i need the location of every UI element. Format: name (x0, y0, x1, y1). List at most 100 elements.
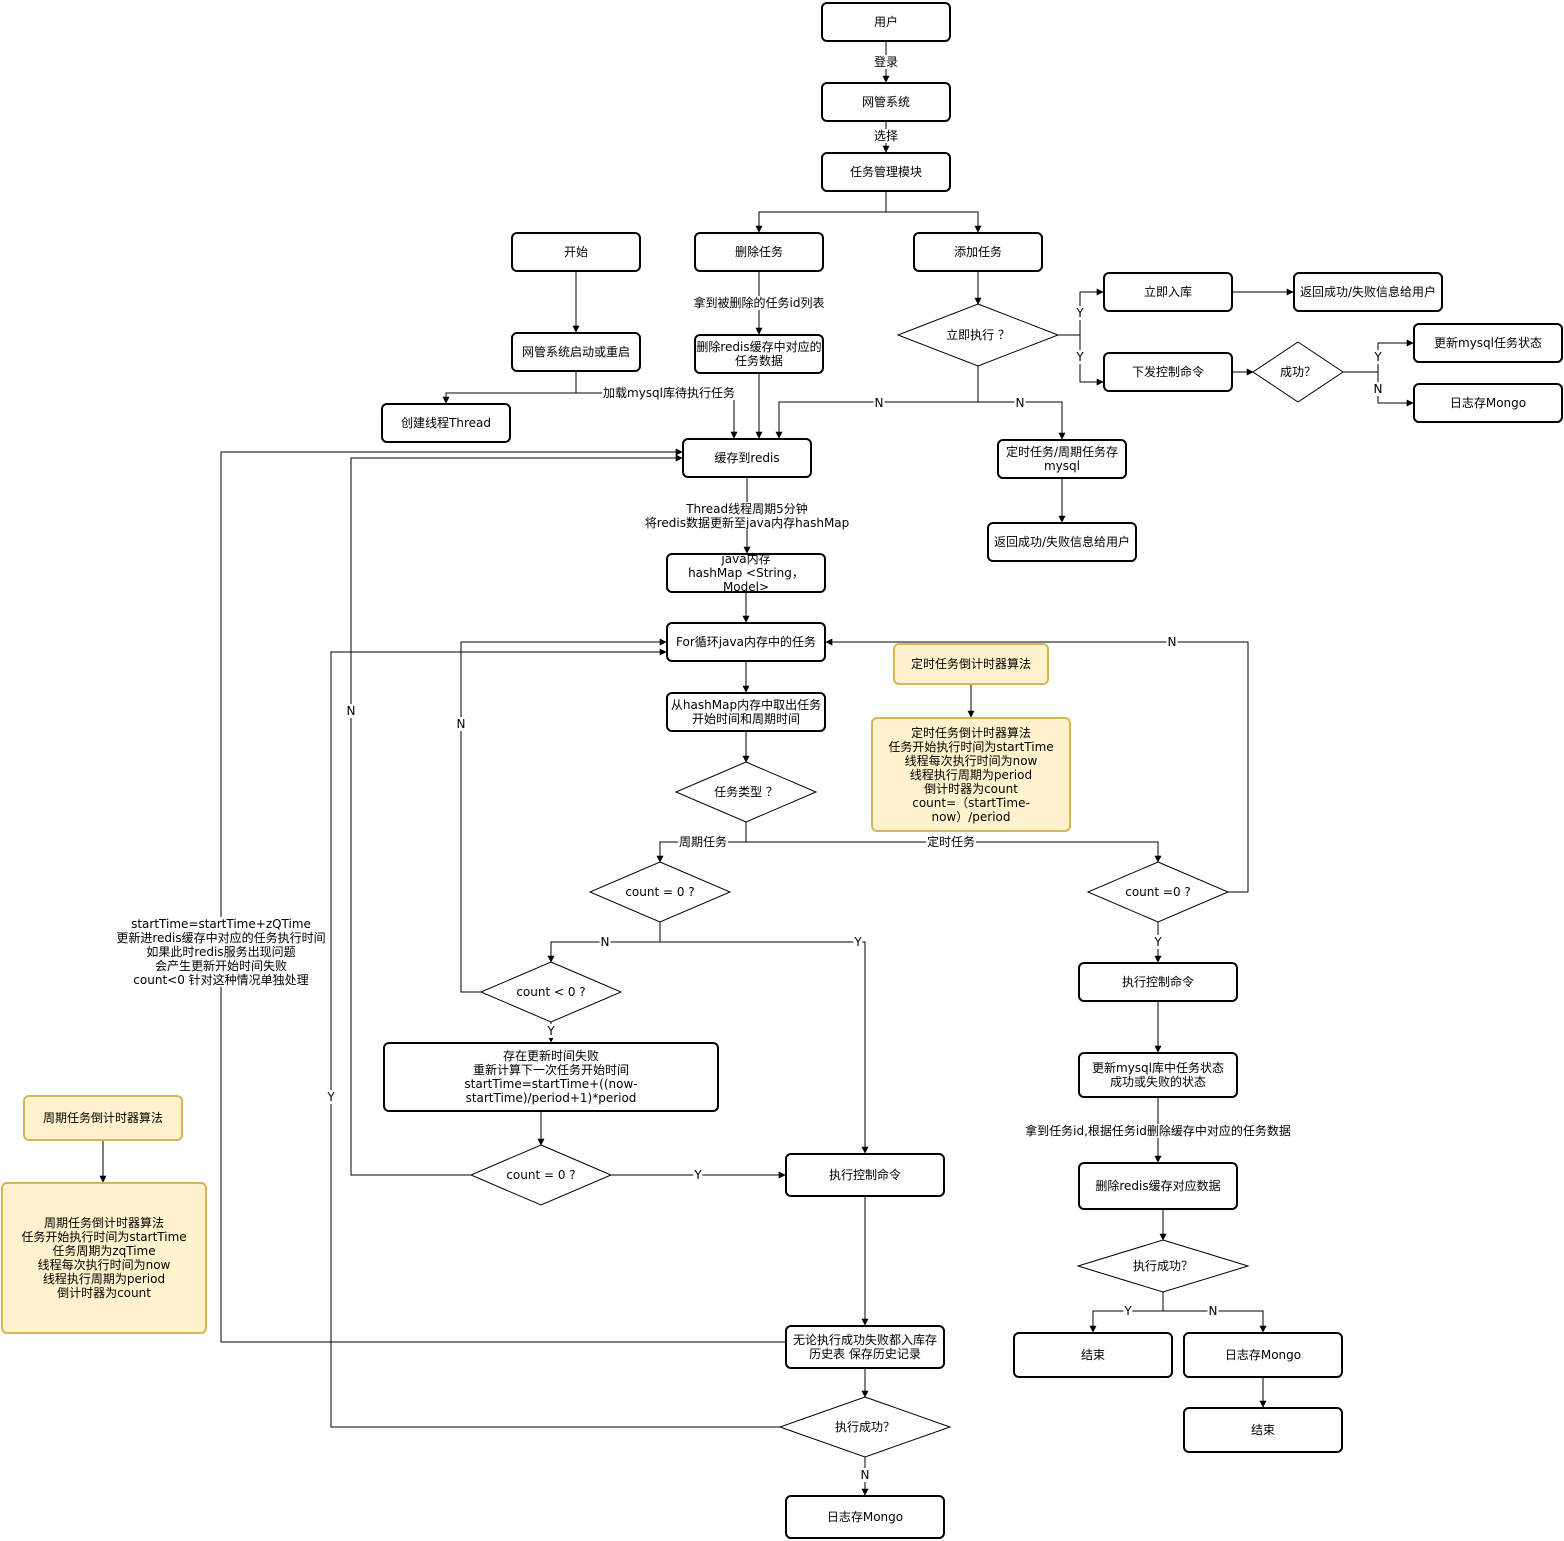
log-mongo-node-2[interactable]: 日志存Mongo (1183, 1332, 1343, 1378)
exec-success-decision-right-shape (1076, 1239, 1250, 1293)
exec-success-right-label: 执行成功？ (1132, 1259, 1193, 1273)
end-node-1[interactable]: 结束 (1013, 1332, 1173, 1378)
label-thread-period: Thread线程周期5分钟 将redis数据更新至java内存hashMap (643, 502, 851, 530)
label-y-send-cmd: Y (1075, 350, 1085, 364)
system-restart-node[interactable]: 网管系统启动或重启 (511, 332, 641, 372)
delete-redis-cache-node[interactable]: 删除redis缓存中对应的 任务数据 (694, 334, 824, 374)
edge-left-count-n (547, 941, 660, 963)
end-node-2[interactable]: 结束 (1183, 1407, 1343, 1453)
success-decision-label: 成功？ (1279, 365, 1316, 379)
exec-success-decision-right[interactable]: 执行成功？ (1078, 1240, 1248, 1292)
label-timed-task: 定时任务 (925, 835, 977, 849)
label-y-store-now: Y (1075, 306, 1085, 320)
count-zero-decision-left[interactable]: count = 0 ? (590, 862, 730, 922)
label-select: 选择 (872, 129, 900, 143)
return-message-node-2[interactable]: 返回成功/失败信息给用户 (987, 522, 1137, 562)
count-negative-decision-shape (479, 961, 623, 1023)
exec-success-decision-left-shape (778, 1396, 952, 1458)
edge-low-n (350, 454, 683, 1176)
label-n-cache-redis: N (873, 396, 885, 410)
count-zero-decision-right[interactable]: count =0 ? (1088, 862, 1228, 922)
log-mongo-node-3[interactable]: 日志存Mongo (785, 1495, 945, 1539)
label-get-task-id: 拿到任务id,根据任务id删除缓存中对应的任务数据 (1024, 1124, 1292, 1138)
edge-immediate-n-mysql (978, 401, 1066, 440)
connectors (99, 42, 1414, 1496)
count-negative-label: count < 0 ? (516, 985, 586, 999)
label-y-update-mysql: Y (1373, 350, 1383, 364)
send-command-node[interactable]: 下发控制命令 (1103, 352, 1233, 392)
edge-type-timed (746, 841, 1162, 863)
task-type-decision-label: 任务类型 ？ (714, 785, 778, 799)
recompute-start-time-node[interactable]: 存在更新时间失败 重新计算下一次任务开始时间 startTime=startTi… (383, 1042, 719, 1112)
log-mongo-node-1[interactable]: 日志存Mongo (1413, 383, 1563, 423)
label-n-count-left: N (599, 935, 611, 949)
period-algorithm-title-note: 周期任务倒计时器算法 (23, 1095, 183, 1141)
task-type-decision-shape (674, 761, 818, 823)
label-y-count-right: Y (1153, 935, 1163, 949)
execute-command-node-right[interactable]: 执行控制命令 (1078, 962, 1238, 1002)
decision-shapes (469, 303, 1344, 1458)
edge-history-redis (220, 448, 785, 1343)
label-y-end-1: Y (1123, 1304, 1133, 1318)
user-node[interactable]: 用户 (821, 2, 951, 42)
fetch-task-node[interactable]: 从hashMap内存中取出任务 开始时间和周期时间 (666, 692, 826, 732)
label-n-log-mongo-2: N (1207, 1304, 1219, 1318)
edge-negative-n (460, 638, 667, 993)
timed-algorithm-title-note: 定时任务倒计时器算法 (893, 643, 1049, 685)
taskmgmt-node[interactable]: 任务管理模块 (821, 152, 951, 192)
task-type-decision[interactable]: 任务类型 ？ (676, 762, 816, 822)
edge-immediate-n-redis (775, 401, 978, 439)
label-n-loop-inner: N (455, 717, 467, 731)
edge-left-count-y (660, 941, 869, 1154)
store-now-node[interactable]: 立即入库 (1103, 272, 1233, 312)
update-mysql-result-node[interactable]: 更新mysql库中任务状态 成功或失败的状态 (1078, 1052, 1238, 1098)
label-y-loop-back: Y (326, 1090, 336, 1104)
netmgmt-node[interactable]: 网管系统 (821, 82, 951, 122)
delete-redis-data-node[interactable]: 删除redis缓存对应数据 (1078, 1162, 1238, 1210)
edge-split-delete (755, 211, 886, 233)
timed-algorithm-desc-note: 定时任务倒计时器算法 任务开始执行时间为startTime 线程每次执行时间为n… (871, 717, 1071, 832)
java-memory-node[interactable]: java内存 hashMap <String，Model> (666, 552, 826, 594)
count-zero-decision-low[interactable]: count = 0 ? (471, 1145, 611, 1205)
edge-split-add (886, 211, 982, 233)
edge-immediate-store (1079, 288, 1104, 335)
exec-success-decision-left[interactable]: 执行成功？ (780, 1397, 950, 1457)
exec-success-left-label: 执行成功？ (834, 1420, 895, 1434)
count-zero-decision-left-shape (588, 861, 732, 923)
label-n-log-mongo: N (1372, 382, 1384, 396)
label-load-mysql: 加载mysql库待执行任务 (602, 386, 736, 400)
count-zero-left-label: count = 0 ? (625, 885, 695, 899)
start-node[interactable]: 开始 (511, 232, 641, 272)
immediate-decision[interactable]: 立即执行 ？ (898, 304, 1058, 366)
edge-right-count-n (825, 638, 1249, 893)
cache-redis-node[interactable]: 缓存到redis (682, 438, 812, 478)
add-task-node[interactable]: 添加任务 (913, 232, 1043, 272)
label-y-count-negative: Y (546, 1024, 556, 1038)
count-zero-decision-low-shape (469, 1144, 613, 1206)
update-mysql-status-node[interactable]: 更新mysql任务状态 (1413, 323, 1563, 363)
history-store-node[interactable]: 无论执行成功失败都入库存 历史表 保存历史记录 (785, 1325, 945, 1369)
label-y-count-low: Y (693, 1168, 703, 1182)
timed-store-mysql-node[interactable]: 定时任务/周期任务存 mysql (997, 439, 1127, 479)
label-get-deleted-ids: 拿到被删除的任务id列表 (692, 296, 826, 310)
success-decision[interactable]: 成功？ (1253, 342, 1343, 402)
label-periodic-task: 周期任务 (677, 835, 729, 849)
count-zero-low-label: count = 0 ? (506, 1168, 576, 1182)
create-thread-node[interactable]: 创建线程Thread (381, 403, 511, 443)
delete-task-node[interactable]: 删除任务 (694, 232, 824, 272)
period-algorithm-desc-note: 周期任务倒计时器算法 任务开始执行时间为startTime 任务周期为zqTim… (1, 1182, 207, 1334)
execute-command-node-left[interactable]: 执行控制命令 (785, 1153, 945, 1197)
count-negative-decision[interactable]: count < 0 ? (481, 962, 621, 1022)
edge-success-update (1377, 339, 1414, 372)
for-loop-node[interactable]: For循环java内存中的任务 (666, 622, 826, 662)
success-decision-shape (1252, 341, 1344, 403)
label-login: 登录 (872, 55, 900, 69)
return-message-node-1[interactable]: 返回成功/失败信息给用户 (1293, 272, 1443, 312)
edge-success-y-loop (330, 648, 780, 1428)
edge-successr-end (1089, 1310, 1163, 1333)
count-zero-decision-right-shape (1086, 861, 1230, 923)
immediate-decision-label: 立即执行 ？ (946, 328, 1010, 342)
label-n-timed-store: N (1014, 396, 1026, 410)
count-zero-right-label: count =0 ? (1125, 885, 1191, 899)
